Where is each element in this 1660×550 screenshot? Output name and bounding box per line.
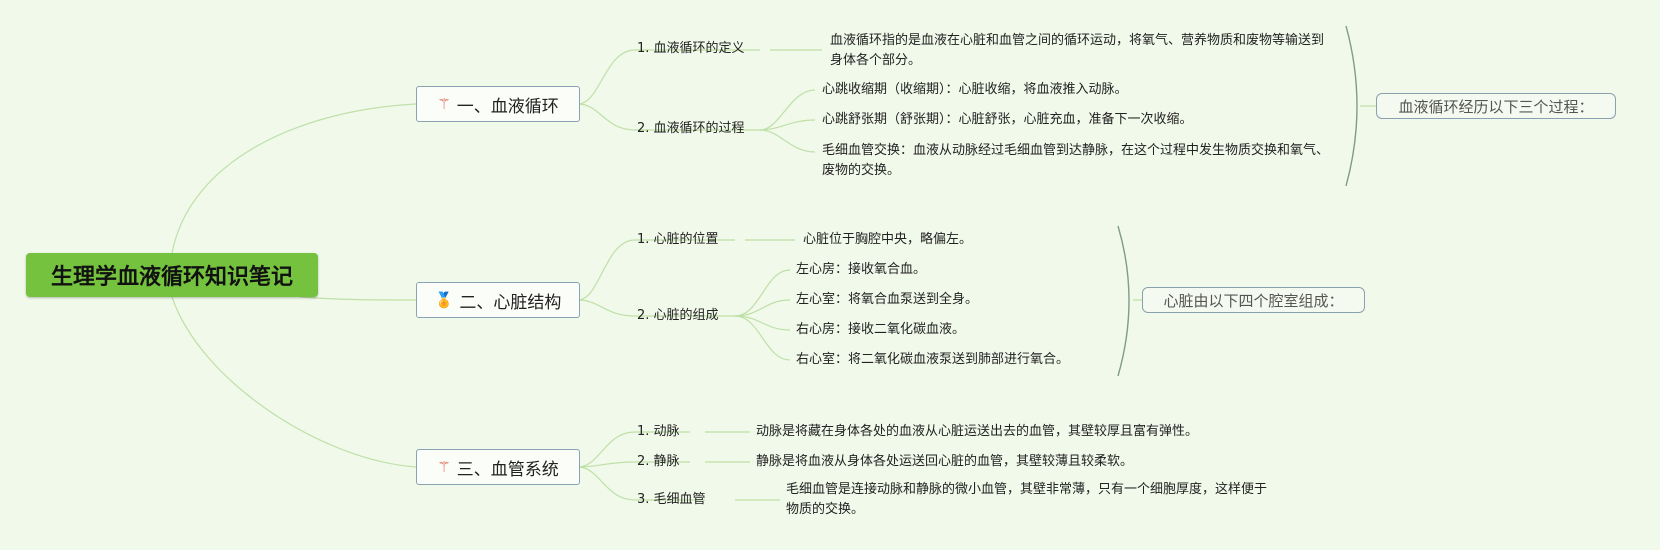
connector-t1-s2-d2: [759, 119, 816, 131]
connector-t1-s2-d1: [759, 89, 816, 131]
main-topic-blood-circulation[interactable]: ⚚ 一、血液循环: [416, 86, 580, 122]
connector-t3-s1: [577, 431, 690, 468]
detail-diastole[interactable]: 心跳舒张期（舒张期）：心脏舒张，心脏充血，准备下一次收缩。: [822, 112, 1193, 127]
main-topic-label: 一、血液循环: [456, 96, 559, 117]
subtopic-definition[interactable]: 1. 血液循环的定义: [637, 41, 745, 56]
main-topic-label: 二、心脏结构: [459, 292, 562, 313]
summary-heart-chambers[interactable]: 心脏由以下四个腔室组成：: [1142, 287, 1365, 313]
detail-right-atrium[interactable]: 右心房：接收二氧化碳血液。: [796, 322, 966, 337]
connector-t3-s2: [577, 461, 690, 468]
connector-t1-s1: [577, 49, 760, 105]
summary-brace-1: [1345, 25, 1358, 187]
detail-left-atrium[interactable]: 左心房：接收氧合血。: [796, 262, 927, 277]
connector-t1-s2: [577, 103, 760, 131]
subtopic-vein[interactable]: 2. 静脉: [637, 454, 680, 469]
connector-t1-s2-d3: [759, 129, 816, 153]
subtopic-capillary[interactable]: 3. 毛细血管: [637, 492, 706, 507]
main-topic-heart-structure[interactable]: 🏅 二、心脏结构: [416, 282, 580, 318]
detail-right-ventricle[interactable]: 右心室：将二氧化碳血液泵送到肺部进行氧合。: [796, 352, 1070, 367]
connector-t2-s2-d1: [734, 269, 791, 317]
connector-t2-s2: [577, 299, 735, 317]
detail-artery[interactable]: 动脉是将藏在身体各处的血液从心脏运送出去的血管，其壁较厚且富有弹性。: [756, 424, 1199, 439]
summary-brace-2: [1117, 225, 1130, 377]
detail-capillary-exchange[interactable]: 毛细血管交换：血液从动脉经过毛细血管到达静脉，在这个过程中发生物质交换和氧气、废…: [822, 143, 1330, 178]
main-topic-vascular-system[interactable]: ⚚ 三、血管系统: [416, 449, 580, 485]
subtopic-process[interactable]: 2. 血液循环的过程: [637, 121, 745, 136]
connector-t3-s3: [577, 466, 705, 501]
magic-wand-icon: ⚚: [437, 95, 451, 113]
subtopic-heart-composition[interactable]: 2. 心脏的组成: [637, 308, 719, 323]
root-topic[interactable]: 生理学血液循环知识笔记: [26, 253, 318, 297]
subtopic-heart-position[interactable]: 1. 心脏的位置: [637, 232, 719, 247]
detail-systole[interactable]: 心跳收缩期（收缩期）：心脏收缩，将血液推入动脉。: [822, 82, 1128, 97]
subtopic-artery[interactable]: 1. 动脉: [637, 424, 680, 439]
connector-root-topic3: [171, 296, 417, 468]
connector-t2-s2-d3: [734, 315, 791, 331]
detail-definition[interactable]: 血液循环指的是血液在心脏和血管之间的循环运动，将氧气、营养物质和废物等输送到身体…: [830, 33, 1325, 68]
detail-heart-position[interactable]: 心脏位于胸腔中央，略偏左。: [803, 232, 973, 247]
detail-vein[interactable]: 静脉是将血液从身体各处运送回心脏的血管，其壁较薄且较柔软。: [756, 454, 1134, 469]
connector-t2-s2-d2: [734, 299, 791, 317]
connector-root-topic2: [299, 296, 417, 301]
medal-icon: 🏅: [434, 291, 454, 309]
detail-capillary[interactable]: 毛细血管是连接动脉和静脉的微小血管，其壁非常薄，只有一个细胞厚度，这样便于物质的…: [786, 482, 1268, 517]
magic-wand-icon: ⚚: [437, 458, 451, 476]
summary-blood-circulation[interactable]: 血液循环经历以下三个过程：: [1376, 93, 1616, 119]
connector-t2-s2-d4: [734, 315, 791, 361]
detail-left-ventricle[interactable]: 左心室：将氧合血泵送到全身。: [796, 292, 979, 307]
connector-t2-s1: [577, 239, 735, 301]
connector-root-topic1: [171, 103, 417, 254]
main-topic-label: 三、血管系统: [456, 459, 559, 480]
